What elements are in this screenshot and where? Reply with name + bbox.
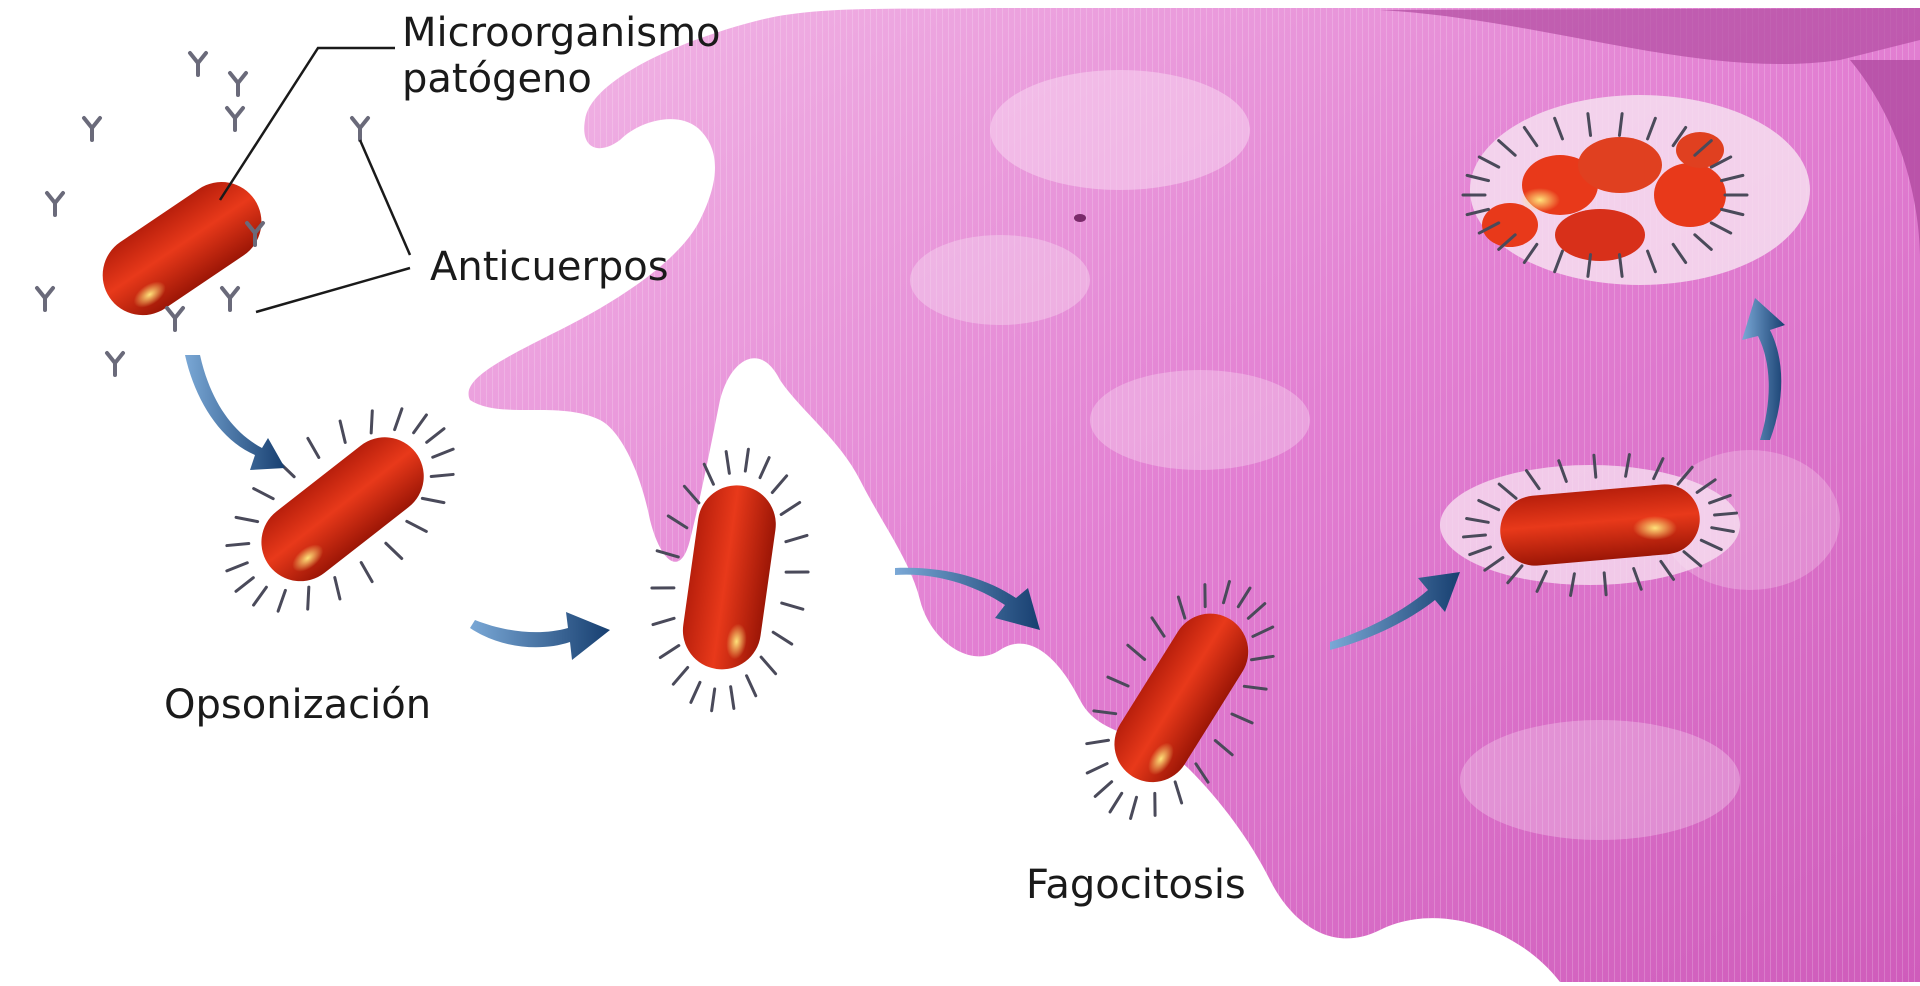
antibody-spike xyxy=(1594,455,1596,477)
leader-line-microorganism xyxy=(220,48,395,200)
antibody-spike xyxy=(427,429,444,443)
pathogen-bacterium xyxy=(87,167,277,331)
antibody-spike xyxy=(747,676,756,696)
antibody-spike xyxy=(786,535,807,541)
antibody-spike xyxy=(227,544,249,546)
antibody-spike xyxy=(386,543,402,558)
antibody-spike xyxy=(1604,573,1606,595)
label-microorganism-line2: patógeno xyxy=(402,56,721,102)
antibody-spike xyxy=(236,517,258,521)
antibody-spike xyxy=(407,521,427,531)
antibody-spike xyxy=(712,689,715,711)
antibody-spike xyxy=(772,476,786,493)
antibody-spike xyxy=(422,498,444,502)
antibody-spike xyxy=(1464,535,1486,537)
leader-lines xyxy=(220,48,410,312)
antibody-spike xyxy=(1110,793,1122,812)
antibody-spike xyxy=(254,489,274,499)
antibody-spike xyxy=(653,618,674,624)
label-opsonization: Opsonización xyxy=(164,682,431,728)
antibody-spike xyxy=(395,409,402,430)
antibody-spike xyxy=(1175,782,1181,803)
antibody-spike xyxy=(731,687,734,709)
arrow-to-attachment xyxy=(470,612,610,660)
antibody-spike xyxy=(781,502,799,514)
label-antibodies: Anticuerpos xyxy=(430,244,669,290)
antibody-spike xyxy=(760,458,769,478)
antibody-spike xyxy=(673,667,687,684)
antibody-spike xyxy=(278,590,285,611)
antibody-spike xyxy=(1715,513,1737,515)
antibody-spike xyxy=(308,587,309,609)
phagosome xyxy=(1440,465,1740,585)
antibody-spike xyxy=(1095,782,1111,797)
antibody-spike xyxy=(660,646,678,658)
antibody-spike xyxy=(308,438,319,457)
antibody-spike xyxy=(782,603,803,609)
antibody-spike xyxy=(1087,764,1107,773)
antibody-spike xyxy=(340,421,345,442)
antibody-spike xyxy=(1087,740,1109,743)
antibody-spike xyxy=(761,657,775,674)
antibody-spike xyxy=(431,474,453,476)
antibody-spike xyxy=(361,563,372,582)
antibody-spike xyxy=(745,449,748,471)
opsonized-bacterium xyxy=(246,422,440,597)
antibody-spike xyxy=(254,587,267,605)
digestion-vacuole xyxy=(1470,95,1810,285)
antibody-spike xyxy=(414,415,427,433)
antibody-spike xyxy=(691,682,700,702)
leader-line-antibodies-a xyxy=(360,140,410,255)
antibody-spike xyxy=(726,452,729,474)
antibody-spike xyxy=(773,632,792,644)
arrow-to-opsonization xyxy=(185,355,285,470)
antibody-spike xyxy=(335,578,340,599)
antibody-spike xyxy=(236,578,253,592)
antibody-spike xyxy=(1131,797,1137,818)
antibody-spike xyxy=(704,464,713,484)
leader-line-antibodies-b xyxy=(256,268,410,312)
antibody-spike xyxy=(371,411,372,433)
label-microorganism-line1: Microorganismo xyxy=(402,10,721,56)
label-microorganism: Microorganismo patógeno xyxy=(402,10,721,102)
antibody-spike xyxy=(227,563,247,571)
label-phagocytosis: Fagocitosis xyxy=(1026,862,1246,908)
antibody-spike xyxy=(433,449,453,457)
